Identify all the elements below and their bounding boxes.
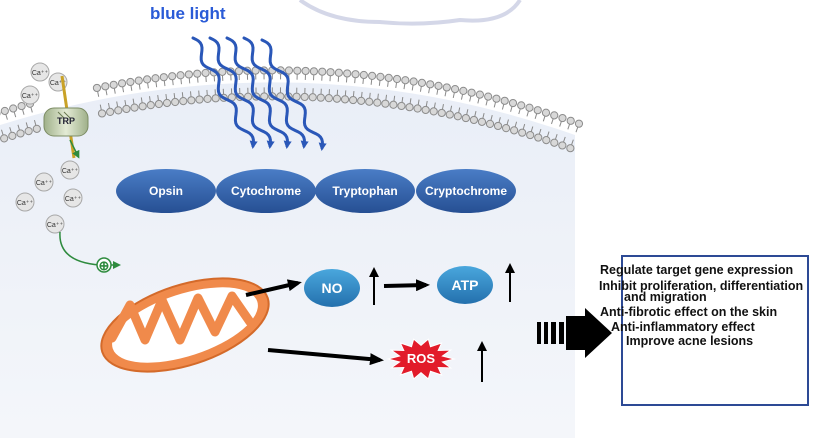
mito-to-no-arrow [245,279,302,297]
effects-box [621,255,809,406]
mito-to-ros-arrow [267,348,384,366]
receptor-oval-3 [315,169,415,213]
calcium-ion-label: Ca⁺⁺ [36,180,53,187]
receptor-oval-4 [416,169,516,213]
light-wave-3 [225,36,292,149]
receptor-oval-1 [116,169,216,213]
calcium-ion [63,188,83,208]
cell-membrane [0,66,584,153]
receptor-label-cryptochrome: Cryptochrome [425,184,507,198]
light-wave-2 [208,36,275,149]
effect-anti-inflammatory: Anti-inflammatory effect [611,320,755,334]
receptor-label-cytochrome: Cytochrome [231,184,301,198]
calcium-ion-label: Ca⁺⁺ [50,80,67,87]
trp-label: TRP [57,116,75,126]
receptor-label-opsin: Opsin [149,184,183,198]
calcium-ion-label: Ca⁺⁺ [65,196,82,203]
atp-oval [437,266,493,304]
atp-label: ATP [452,277,479,293]
calcium-ion [34,172,54,192]
effect-gene-expression: Regulate target gene expression [600,263,794,277]
activation-circle [96,257,112,273]
mitochondrion-icon [100,277,270,373]
calcium-ion-label: Ca⁺⁺ [32,70,49,77]
activation-symbol: ⊕ [99,258,110,273]
effect-anti-fibrotic: Anti-fibrotic effect on the skin [600,305,778,319]
light-wave-4 [242,36,309,149]
no-to-atp-arrow [383,279,430,292]
decorative-cloud-outline [298,0,522,26]
calcium-ion [60,160,80,180]
effect-acne: Improve acne lesions [626,334,754,348]
no-oval [304,269,360,307]
effect-inhibit-proliferation: Inhibit proliferation, differentiation [599,279,804,293]
calcium-ion [20,85,40,105]
calcium-ion-label: Ca⁺⁺ [22,93,39,100]
calcium-ion-label: Ca⁺⁺ [17,200,34,207]
effects-arrow [537,308,612,358]
calcium-ion-label: Ca⁺⁺ [62,168,79,175]
ros-starburst [386,338,456,380]
calcium-ion [15,192,35,212]
ros-label: ROS [407,351,436,366]
no-label: NO [322,280,343,296]
calcium-influx-arrow [69,139,80,159]
effect-migration: and migration [624,290,707,304]
calcium-ion-label: Ca⁺⁺ [47,222,64,229]
light-wave-5 [260,38,327,151]
blue-light-waves [191,36,327,151]
calcium-ion [30,62,50,82]
receptor-label-tryptophan: Tryptophan [332,184,397,198]
light-wave-1 [191,36,258,149]
calcium-ion [45,214,65,234]
receptor-oval-2 [216,169,316,213]
receptor-ovals [116,169,516,213]
diagram-title: blue light [150,4,226,23]
